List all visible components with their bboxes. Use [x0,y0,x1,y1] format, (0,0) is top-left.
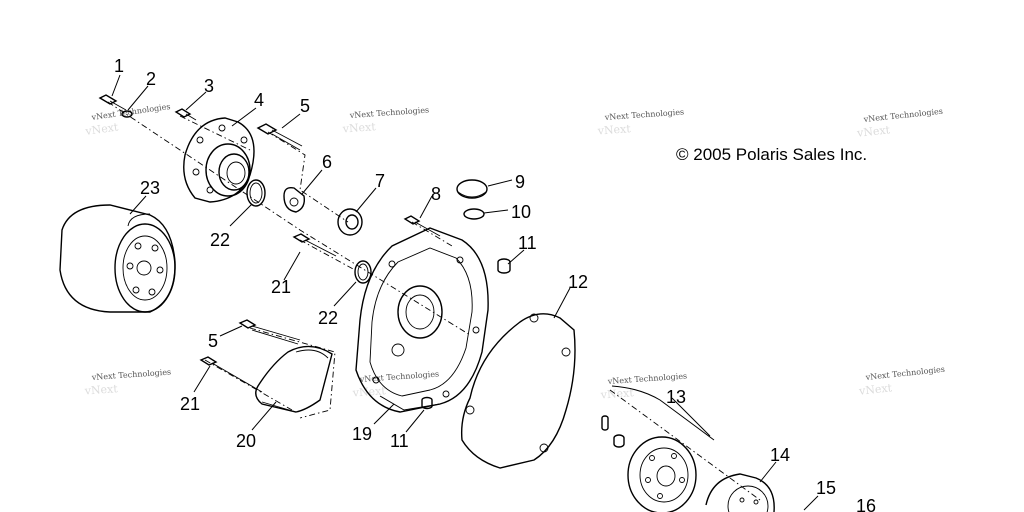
part-22-oring-lower [354,260,372,284]
part-14-flywheel [705,473,775,512]
part-22-oring-upper [246,179,266,207]
svg-text:vNext: vNext [596,122,631,137]
svg-text:vNext: vNext [855,123,891,140]
watermark-text: vNext Technologies [862,107,943,124]
watermarks: vNext vNext Technologies vNext vNext Tec… [83,102,945,402]
watermark-1: vNext vNext Technologies [84,102,171,138]
part-21-bolt-lower [199,356,263,393]
part-19-engine-cover [355,227,489,413]
svg-text:vNext: vNext [341,120,376,135]
part-13-assembly-bracket [611,385,715,441]
part-13-rotor-hub [627,436,697,512]
callout-21-lower: 21 [180,394,200,414]
callout-2: 2 [146,69,156,89]
part-3-bolt [174,108,197,121]
callout-4: 4 [254,90,264,110]
callout-7: 7 [375,171,385,191]
callout-22-lower: 22 [318,308,338,328]
part-1-bolt [98,94,127,111]
part-2-washer [121,110,133,118]
callout-1: 1 [114,56,124,76]
svg-text:vNext: vNext [83,382,118,397]
callout-5-lower: 5 [208,331,218,351]
callout-15: 15 [816,478,836,498]
callout-22-upper: 22 [210,230,230,250]
watermark-text: vNext Technologies [607,371,688,386]
callout-14: 14 [770,445,790,465]
watermark-3: vNext vNext Technologies [596,107,685,137]
part-4-filter-housing [183,117,255,203]
callout-10: 10 [511,202,531,222]
callout-11: 11 [518,233,537,253]
callout-20: 20 [236,431,256,451]
callout-11-lower: 11 [390,431,409,451]
part-7-seal [337,208,363,236]
part-6-gasket [283,186,306,213]
watermark-text: vNext Technologies [349,105,430,120]
callout-9: 9 [515,172,525,192]
part-11-dowel-upper [497,258,511,274]
leader-lines [111,74,819,511]
part-10-oring [463,208,485,220]
watermark-5: vNext vNext Technologies [83,367,172,397]
callout-13: 13 [666,387,686,407]
callout-8: 8 [431,184,441,204]
callout-21-upper: 21 [271,277,291,297]
callout-19: 19 [352,424,372,444]
watermark-text: vNext Technologies [359,369,440,384]
part-23-oil-filter [59,204,176,313]
callout-6: 6 [322,152,332,172]
callout-5: 5 [300,96,310,116]
part-20-shield [255,345,333,413]
part-9-cap [456,179,488,199]
part-13-hardware [601,415,625,448]
callout-3: 3 [204,76,214,96]
callout-numbers: 1 2 3 4 5 6 7 8 9 10 11 12 13 14 15 16 1… [114,56,876,512]
part-8-bolt [403,215,441,237]
svg-text:vNext: vNext [351,384,386,399]
watermark-6: vNext vNext Technologies [351,369,440,399]
center-lines [107,101,761,501]
part-5-bolt-upper [256,123,303,151]
copyright-notice: © 2005 Polaris Sales Inc. [676,145,868,164]
part-21-bolt-upper [292,233,337,257]
watermark-8: vNext vNext Technologies [857,365,945,398]
callout-16: 16 [856,496,876,512]
callout-12: 12 [568,272,588,292]
callout-23: 23 [140,178,160,198]
part-12-gasket [460,313,576,469]
watermark-text: vNext Technologies [604,107,685,122]
svg-text:vNext: vNext [599,386,634,401]
watermark-text: vNext Technologies [864,365,945,382]
svg-text:vNext: vNext [857,381,893,398]
part-11-dowel-lower [421,396,433,410]
svg-text:vNext: vNext [84,120,120,138]
watermark-text: vNext Technologies [91,367,172,382]
watermark-4: vNext vNext Technologies [855,107,943,140]
watermark-2: vNext vNext Technologies [341,105,430,135]
part-5-bolt-lower [238,319,301,345]
